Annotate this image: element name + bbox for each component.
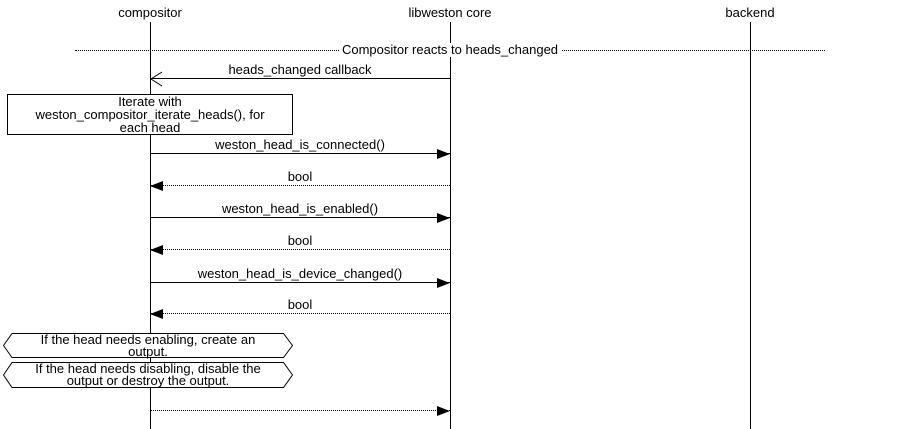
- note-head-needs-disabling: If the head needs disabling, disable the…: [3, 362, 293, 388]
- open-arrowhead-left-icon: [150, 71, 163, 87]
- message-line: [150, 309, 450, 319]
- message-bool-return-connected: bool: [150, 169, 450, 191]
- filled-arrowhead-left-icon: [150, 245, 163, 255]
- actor-label-compositor: compositor: [118, 5, 182, 20]
- note-line: If the head needs enabling, create an: [40, 332, 256, 347]
- message-line: [150, 406, 450, 416]
- message-label: weston_head_is_device_changed(): [197, 266, 403, 281]
- note-line: weston_compositor_iterate_heads(), for: [35, 107, 265, 122]
- message-heads-changed-callback: heads_changed callback: [150, 62, 450, 87]
- filled-arrowhead-left-icon: [150, 309, 163, 319]
- message-weston-head-is-enabled: weston_head_is_enabled(): [150, 201, 450, 223]
- message-line: [150, 181, 450, 191]
- note-head-needs-enabling: If the head needs enabling, create an ou…: [3, 333, 293, 358]
- note-line: output or destroy the output.: [66, 373, 230, 388]
- message-label: bool: [287, 169, 313, 184]
- message-weston-head-is-device-changed: weston_head_is_device_changed(): [150, 266, 450, 288]
- note-line: output.: [128, 344, 168, 359]
- message-bool-return-device-changed: bool: [150, 297, 450, 319]
- message-line: [150, 71, 450, 87]
- filled-arrowhead-right-icon: [437, 406, 450, 416]
- filled-arrowhead-right-icon: [437, 213, 450, 223]
- message-line: [150, 149, 450, 159]
- message-line: [150, 245, 450, 255]
- message-unlabeled-return: [150, 406, 450, 416]
- message-label: bool: [287, 297, 313, 312]
- note-line: If the head needs disabling, disable the: [35, 361, 261, 376]
- message-line: [150, 213, 450, 223]
- divider-label: Compositor reacts to heads_changed: [338, 43, 562, 57]
- message-weston-head-is-connected: weston_head_is_connected(): [150, 137, 450, 159]
- actor-label-backend: backend: [725, 5, 775, 20]
- lifeline-compositor: [150, 22, 151, 429]
- actor-label-libweston-core: libweston core: [408, 5, 492, 20]
- lifeline-backend: [750, 22, 751, 429]
- hexagon-outline: [3, 362, 293, 388]
- message-bool-return-enabled: bool: [150, 233, 450, 255]
- message-line: [150, 278, 450, 288]
- note-line: Iterate with: [118, 94, 182, 109]
- message-label: weston_head_is_connected(): [215, 137, 385, 152]
- hexagon-outline: [3, 333, 293, 358]
- message-label: bool: [287, 233, 313, 248]
- lifeline-libweston-core: [450, 22, 451, 429]
- note-line: each head: [119, 120, 181, 135]
- filled-arrowhead-right-icon: [437, 149, 450, 159]
- filled-arrowhead-left-icon: [150, 181, 163, 191]
- message-label: heads_changed callback: [228, 62, 372, 77]
- message-label: weston_head_is_enabled(): [221, 201, 379, 216]
- filled-arrowhead-right-icon: [437, 278, 450, 288]
- note-iterate-heads: Iterate with weston_compositor_iterate_h…: [7, 94, 293, 135]
